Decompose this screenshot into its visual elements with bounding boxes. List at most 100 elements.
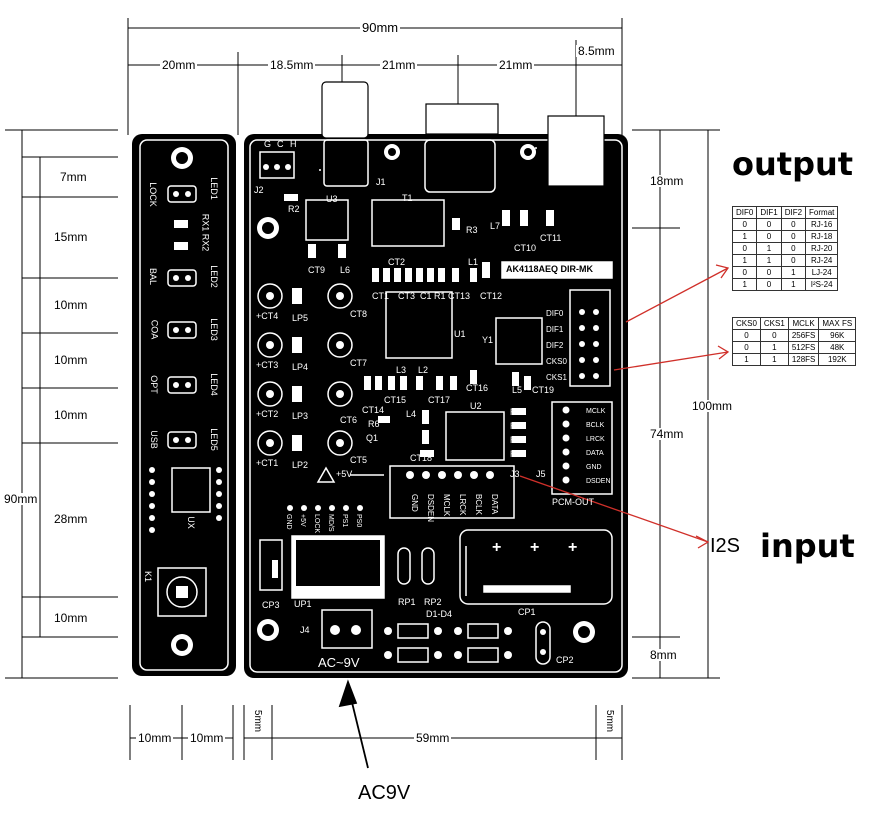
input-annotation: input [760,527,855,565]
left-led-board [132,134,236,676]
component-label--ct2: +CT2 [256,409,279,419]
output-table-cell: 1 [756,254,782,267]
output-table-cell: 0 [756,230,782,243]
component-label-rp1: RP1 [398,597,416,607]
chip-label: AK4118AEQ DIR-MK [506,264,594,274]
pcm-label-lrck: LRCK [586,436,605,443]
component-label-ct6: CT6 [340,415,358,425]
dip-label-dif0: DIF0 [546,309,564,318]
dip-label-dif2: DIF2 [546,341,564,350]
component-label-ct1: CT1 [372,291,390,301]
clock-table-cell: 128FS [787,353,820,366]
rx-label: RX1 RX2 [200,213,211,252]
j3-pin [406,471,414,479]
component-label-ct18: CT18 [410,453,433,463]
component-label-ct10: CT10 [514,243,537,253]
dip-pin [593,373,599,379]
clock-table-cell: 96K [818,329,857,342]
dip-pin [593,357,599,363]
dip-pin [579,373,585,379]
output-table-cell: 1 [731,254,758,267]
component-label-r7: R7 [510,449,522,459]
component-label-c1: C1 [420,291,432,301]
component-label-ct13: CT13 [448,291,471,301]
output-table-cell: 0 [780,230,807,243]
output-table-cell: 1 [780,278,807,291]
component-label-r6: R6 [368,419,380,429]
component-label-h: H [290,139,297,149]
led1-label: LED1 [208,177,219,200]
bottom-dimension-4: 59mm [414,731,452,745]
dimension-lines [5,18,720,760]
component-label-u3: U3 [326,194,338,204]
top-dimension-3: 21mm [380,58,418,72]
ux-label: UX [185,516,196,529]
left-dimension-1: 7mm [58,170,89,184]
component-label-l1: L1 [468,257,479,267]
component-label-j2: J2 [254,185,264,195]
left-dimension-6: 28mm [52,512,90,526]
component-label-j1: J1 [376,177,386,187]
left-dimension-4: 10mm [52,353,90,367]
mode-label-ps0: PS0 [355,514,362,528]
clock-table-cell: 512FS [787,341,820,354]
component-label-r8: R8 [510,435,522,445]
component-label-ct9: CT9 [308,265,326,275]
clock-table-header-cell: MAX FS [818,317,857,330]
component-label-ct7: CT7 [350,358,368,368]
top-total-dimension: 90mm [360,20,401,35]
top-dimension-4: 21mm [497,58,535,72]
dip-label-cks0: CKS0 [546,357,567,366]
j3-pin [422,471,430,479]
annotation-arrows [519,264,730,549]
component-label-l4: L4 [406,409,417,419]
dip-pin [579,325,585,331]
output-table-cell: 0 [756,278,782,291]
top-dimension-5: 8.5mm [576,44,617,58]
component-label-lp4: LP4 [292,362,309,372]
component-label-ct8: CT8 [350,309,368,319]
right-dimension-1: 18mm [648,174,686,188]
component-label-ct3: CT3 [398,291,416,301]
output-table-header-cell: DIF1 [756,206,782,219]
component-label-lp5: LP5 [292,313,309,323]
left-total-dimension: 90mm [2,492,40,506]
dip-header-0: 0 [592,292,599,304]
pcm-out-pin [562,448,570,456]
component-label-u2: U2 [470,401,482,411]
component-label-u1: U1 [454,329,466,339]
output-table-header-cell: DIF2 [780,206,807,219]
component-label-cp2: CP2 [556,655,574,665]
component-label-l5: L5 [512,385,523,395]
pin-label-lrck: LRCK [458,494,467,516]
component-label-g: G [264,139,272,149]
mode-label-ps1: PS1 [341,514,348,528]
led2-label: LED2 [208,265,219,288]
lock-label: LOCK [147,182,158,207]
bottom-dimension-2: 10mm [188,731,226,745]
clock-table-header-cell: CKS1 [759,317,789,330]
component-label-lp3: LP3 [292,411,309,421]
clock-table-cell: 192K [818,353,857,366]
component-label-y1: Y1 [482,335,494,345]
mode-pin [301,505,307,511]
output-table-cell: I²S-24 [805,278,839,291]
dip-pin [579,341,585,347]
clock-table-cell: 256FS [787,329,820,342]
component-label-ct17: CT17 [428,395,451,405]
k1-label: K1 [143,570,154,583]
component-label-j5: J5 [536,469,546,479]
pin-label-dsden: DSDEN [426,494,435,523]
component-label-cp1: CP1 [518,607,536,617]
pcm-out-pin [562,434,570,442]
output-table-cell: 1 [731,278,758,291]
output-table-cell: 0 [756,218,782,231]
